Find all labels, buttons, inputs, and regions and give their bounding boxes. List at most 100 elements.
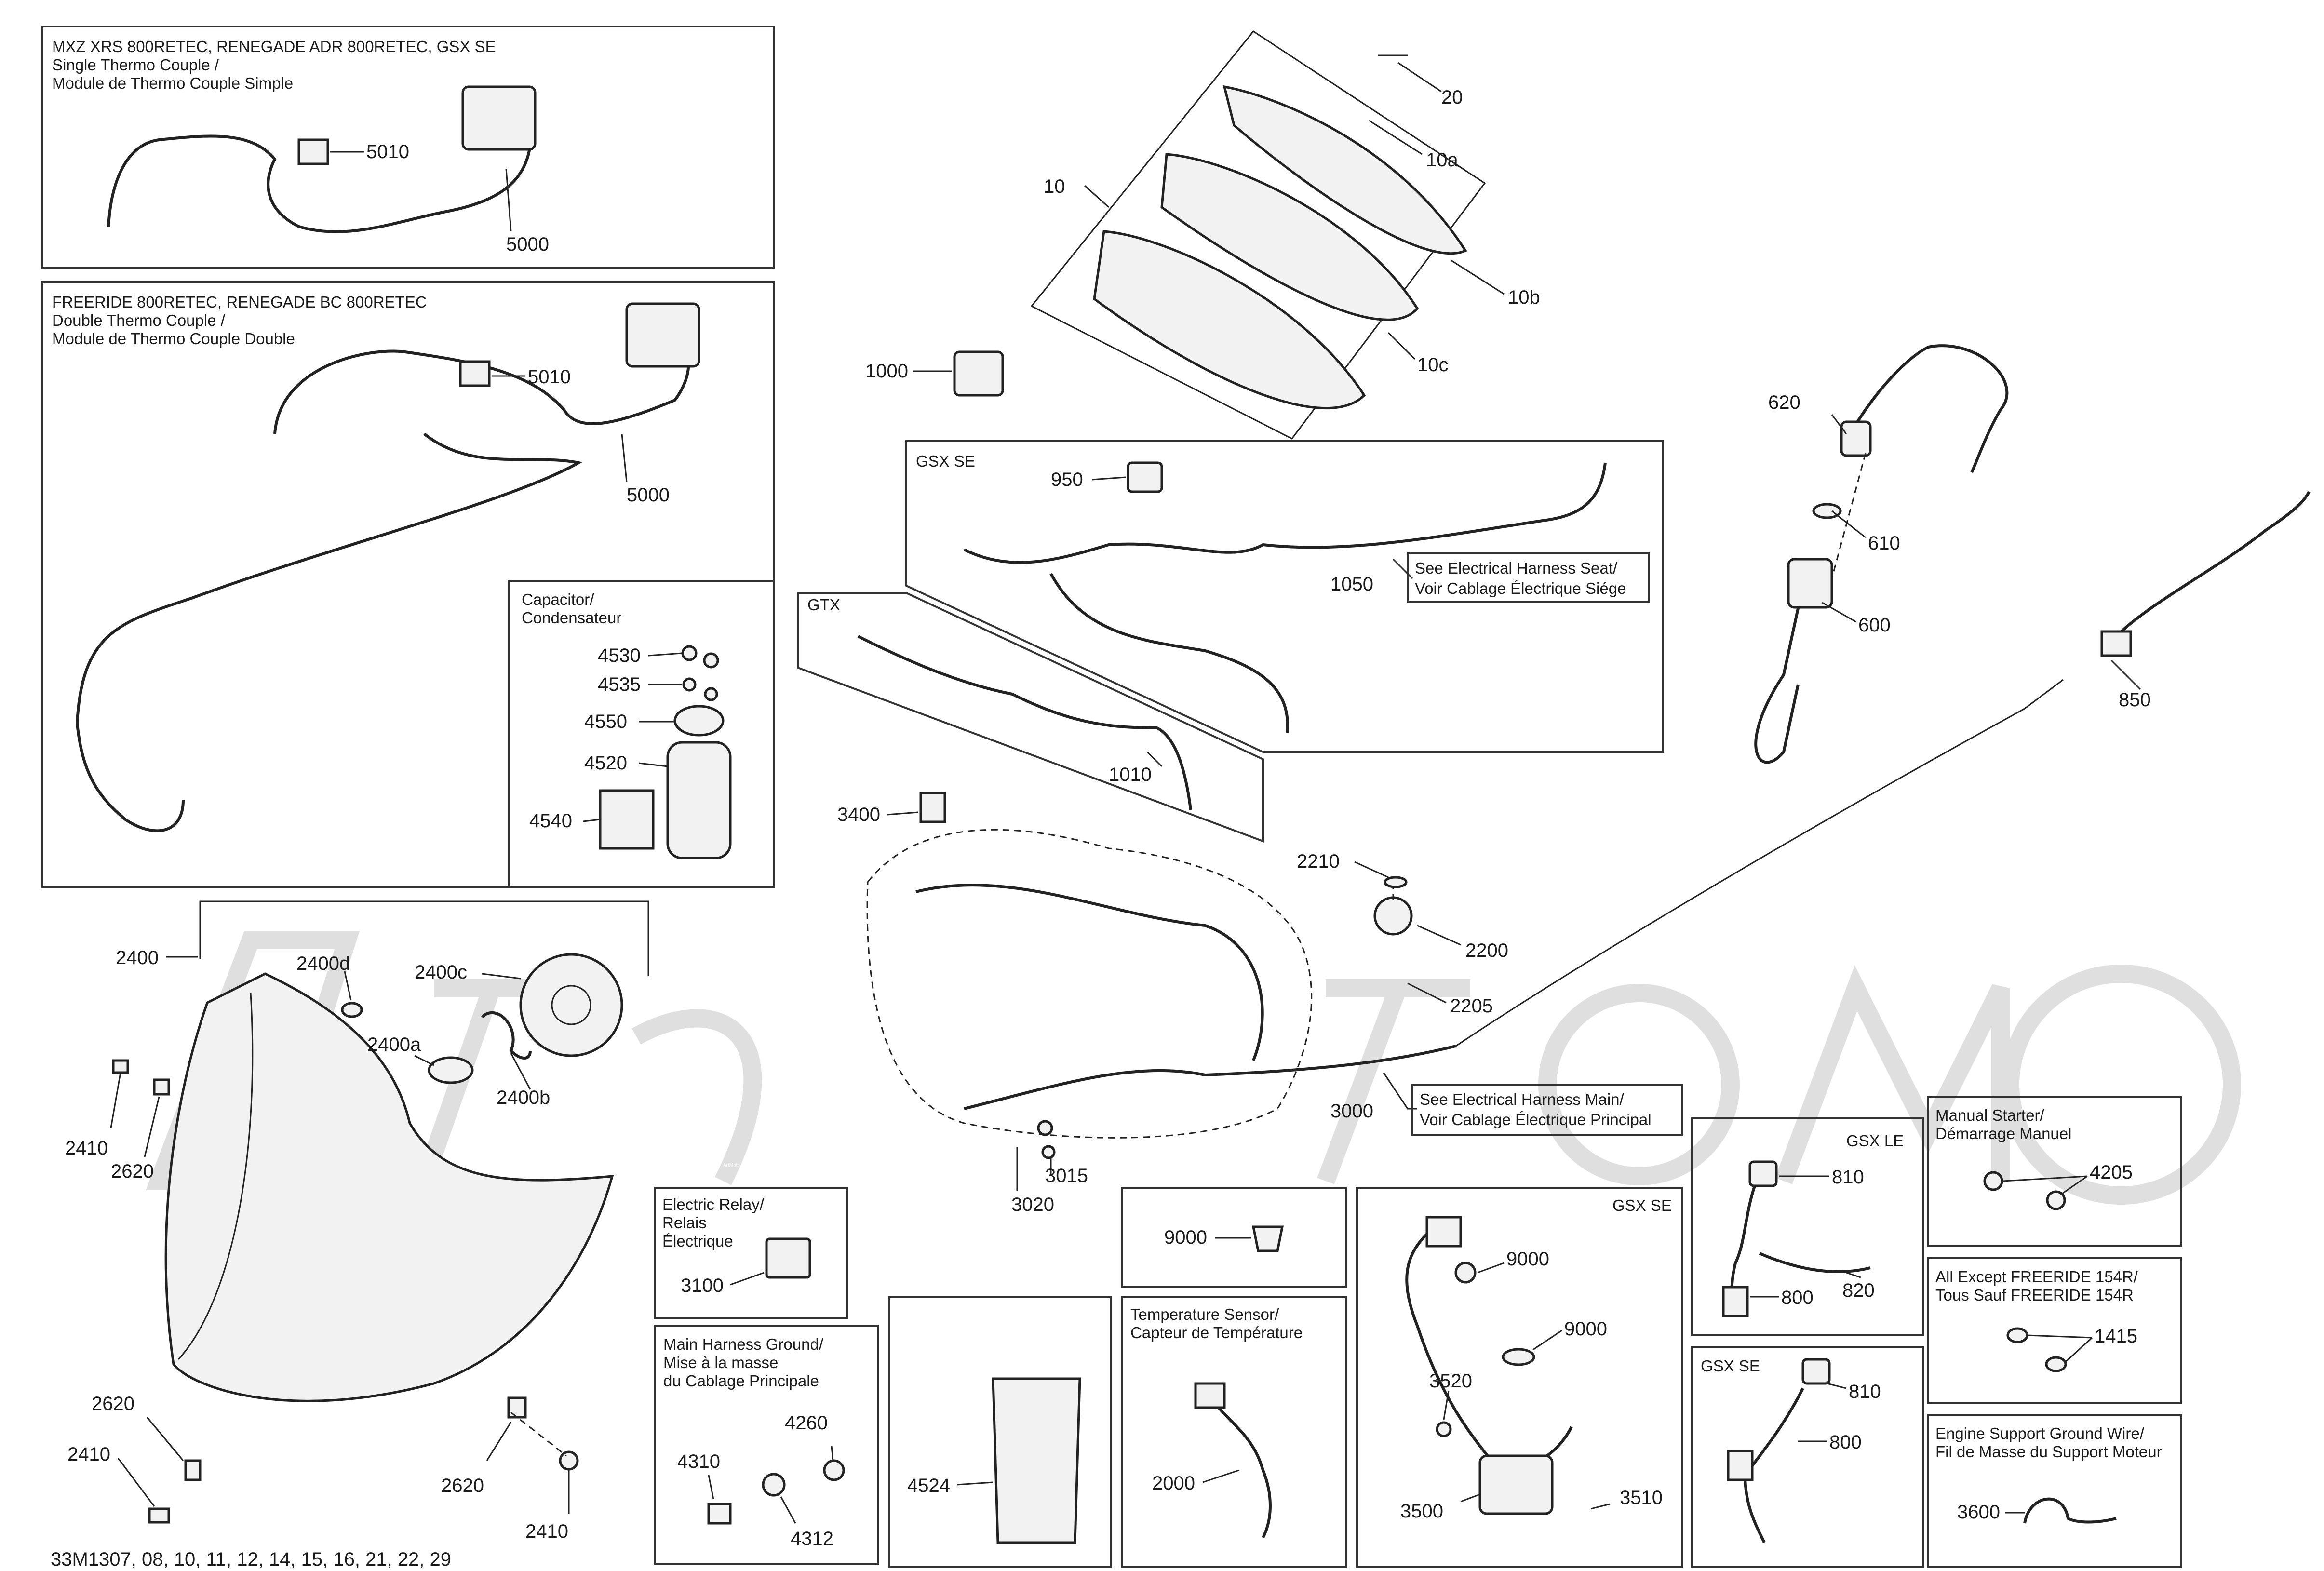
watermark-text: ArtMoto	[723, 1163, 740, 1168]
callout-4260: 4260	[785, 1412, 828, 1434]
panel-gsx-le: GSX LE 810 800 820	[1691, 1117, 1924, 1336]
headlight-cover	[519, 953, 623, 1057]
panel-title: Capacitor/	[522, 591, 594, 608]
capacitor	[666, 741, 732, 859]
callout-2210: 2210	[1297, 851, 1340, 872]
screw	[703, 652, 719, 669]
plug	[1983, 1171, 2003, 1191]
callout-3020: 3020	[1011, 1194, 1054, 1215]
callout-950: 950	[1051, 469, 1083, 490]
callout-2410: 2410	[525, 1521, 568, 1542]
panel-title: GTX	[807, 596, 840, 614]
washer	[704, 687, 718, 701]
callout-2400c: 2400c	[415, 962, 467, 983]
star-washer	[762, 1473, 786, 1497]
panel-title: GSX SE	[1701, 1357, 1760, 1375]
callout-4550: 4550	[584, 711, 627, 732]
callout-810: 810	[1832, 1167, 1864, 1188]
connector	[1722, 1286, 1749, 1317]
harness-outline	[866, 829, 1313, 1139]
callout-10b: 10b	[1508, 287, 1540, 308]
panel-gtx-harness: GTX 1010	[797, 592, 1264, 843]
control-module	[1478, 1454, 1554, 1515]
grommet	[1454, 1262, 1477, 1284]
callout-4310: 4310	[677, 1451, 720, 1472]
capacitor-sleeve	[599, 789, 655, 850]
panel-subtitle-fr: Module de Thermo Couple Simple	[52, 74, 293, 92]
callout-3015: 3015	[1045, 1165, 1088, 1186]
panel-title: All Except FREERIDE 154R/	[1935, 1268, 2138, 1286]
panel-9000: 9000	[1121, 1187, 1347, 1288]
screw	[681, 645, 698, 661]
callout-10c: 10c	[1417, 354, 1449, 376]
callout-10a: 10a	[1426, 149, 1458, 171]
panel-engine-ground-wire: Engine Support Ground Wire/ Fil de Masse…	[1927, 1414, 2182, 1568]
plug	[2045, 1356, 2067, 1372]
bracket	[673, 705, 725, 737]
main-harness: 3400 2210 2200 2205 3000 See Electrical …	[837, 679, 2064, 1215]
nut	[1436, 1421, 1452, 1437]
panel-subtitle: Démarrage Manuel	[1935, 1125, 2071, 1142]
clip	[459, 360, 491, 387]
panel-subtitle: Double Thermo Couple /	[52, 311, 226, 329]
panel-title: Main Harness Ground/	[663, 1335, 824, 1353]
callout-2200: 2200	[1465, 940, 1508, 961]
sensor	[1373, 896, 1413, 936]
tether-cap	[1840, 420, 1872, 457]
tether-assembly: 620 610 600 850	[1754, 344, 2311, 764]
callout-3520: 3520	[1429, 1370, 1472, 1392]
callout-800: 800	[1781, 1287, 1814, 1308]
callout-1050: 1050	[1330, 574, 1373, 595]
callout-610: 610	[1868, 533, 1900, 554]
accessory-harness	[1743, 1387, 1804, 1544]
callout-20: 20	[1441, 87, 1463, 108]
gauge-housing	[1160, 153, 1419, 321]
panel-title: GSX SE	[1612, 1196, 1672, 1214]
panel-single-thermocouple: MXZ XRS 800RETEC, RENEGADE ADR 800RETEC,…	[41, 26, 775, 269]
callout-810: 810	[1849, 1381, 1881, 1402]
ground-bolt	[707, 1503, 732, 1525]
seat-harness	[963, 462, 1607, 564]
panel-title: MXZ XRS 800RETEC, RENEGADE ADR 800RETEC,…	[52, 38, 496, 55]
panel-subtitle-2: Électrique	[662, 1232, 733, 1250]
callout-2620: 2620	[441, 1475, 484, 1496]
tether-wire	[1455, 679, 2064, 1047]
note-main-harness: See Electrical Harness Main/	[1420, 1090, 1624, 1108]
screw	[148, 1507, 170, 1524]
panel-subtitle-fr: Module de Thermo Couple Double	[52, 330, 295, 348]
gauge-cluster	[1093, 230, 1366, 410]
holder-bracket	[992, 1377, 1081, 1544]
grommet	[1251, 1225, 1284, 1252]
relay	[765, 1237, 811, 1279]
diagram-code: 33M1307, 08, 10, 11, 12, 14, 15, 16, 21,…	[51, 1549, 451, 1570]
panel-capacitor: Capacitor/ Condensateur 4530 4535 4550 4…	[508, 580, 775, 888]
callout-3000: 3000	[1330, 1101, 1373, 1122]
headlight-bulb	[428, 1056, 474, 1084]
callout-1010: 1010	[1109, 764, 1152, 785]
harness-connector	[1425, 1216, 1462, 1248]
grommet	[1502, 1348, 1535, 1366]
callout-4524: 4524	[907, 1475, 950, 1496]
panel-title: Temperature Sensor/	[1130, 1305, 1279, 1323]
callout-2000: 2000	[1152, 1473, 1195, 1494]
bulb-clip	[481, 1011, 532, 1060]
screw	[112, 1059, 129, 1074]
nut	[1041, 1145, 1056, 1159]
washer	[682, 677, 697, 692]
plug	[2046, 1190, 2066, 1210]
panel-gsx-se-module: GSX SE 9000 9000 3520 3500 3510	[1356, 1187, 1683, 1568]
thermocouple-module	[461, 85, 537, 151]
panel-double-thermocouple: FREERIDE 800RETEC, RENEGADE BC 800RETEC …	[41, 281, 775, 888]
tether-switch	[1754, 564, 1809, 764]
tether-switch-body	[1787, 558, 1833, 609]
panel-subtitle: Relais	[662, 1214, 707, 1232]
harness-cap	[1801, 1358, 1831, 1385]
callout-2620: 2620	[111, 1161, 154, 1182]
connector	[1727, 1450, 1754, 1481]
callout-3500: 3500	[1400, 1501, 1443, 1522]
callout-2620: 2620	[92, 1393, 134, 1414]
callout-9000: 9000	[1164, 1227, 1207, 1248]
bulb-socket	[341, 1002, 363, 1018]
thermocouple-harness	[273, 346, 690, 434]
connector	[2100, 630, 2132, 657]
